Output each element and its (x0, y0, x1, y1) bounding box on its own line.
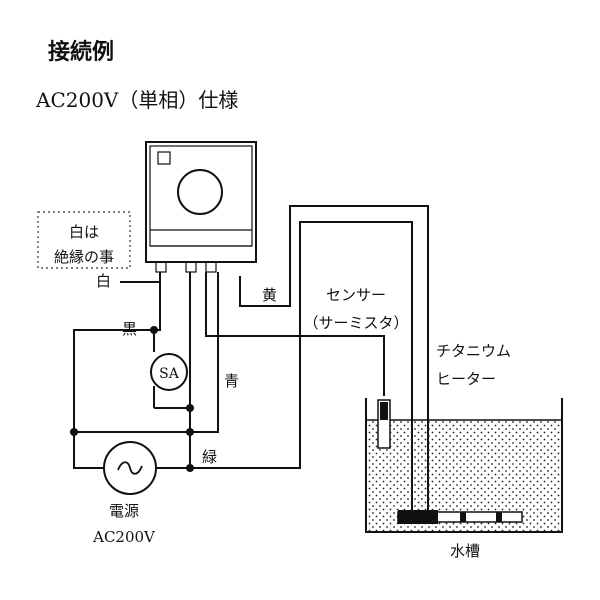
terminal-white (155, 261, 167, 273)
page-subtitle: AC200V（単相）仕様 (36, 88, 239, 112)
label-yellow: 黄 (262, 286, 277, 304)
sensor-label-line1: センサー (326, 286, 386, 304)
sa-component (150, 353, 188, 391)
power-voltage-label: AC200V (92, 528, 156, 546)
dial-knob (177, 169, 223, 215)
page-title: 接続例 (48, 40, 115, 65)
heater-label-line1: チタニウム (436, 342, 511, 360)
sensor-label-line2: （サーミスタ） (303, 314, 408, 332)
ac-wave-icon (117, 461, 143, 475)
led-indicator (157, 151, 171, 165)
label-blue: 青 (224, 372, 239, 390)
note-line2: 絶縁の事 (54, 248, 114, 266)
water-tank (365, 398, 563, 533)
note-line1: 白は (69, 223, 99, 241)
sa-label: SA (159, 366, 180, 382)
wire-black-drop (154, 282, 161, 331)
note-box (37, 211, 131, 269)
wire-yellow (239, 205, 429, 510)
label-green: 緑 (202, 448, 217, 466)
heater-label-line2: ヒーター (436, 370, 496, 388)
label-white: 白 (96, 272, 111, 290)
label-black: 黒 (122, 320, 137, 338)
ac-source (103, 441, 157, 495)
wire-white (120, 272, 161, 283)
tank-label: 水槽 (450, 542, 480, 560)
power-source-label: 電源 (109, 502, 139, 520)
wire-sensor (205, 272, 385, 396)
wire-heater-inner (156, 221, 413, 510)
wire-green-left (74, 272, 219, 433)
wire-ac-left (73, 432, 104, 469)
junction-dots (70, 326, 194, 472)
wire-black (73, 329, 154, 432)
controller-unit (145, 141, 257, 273)
